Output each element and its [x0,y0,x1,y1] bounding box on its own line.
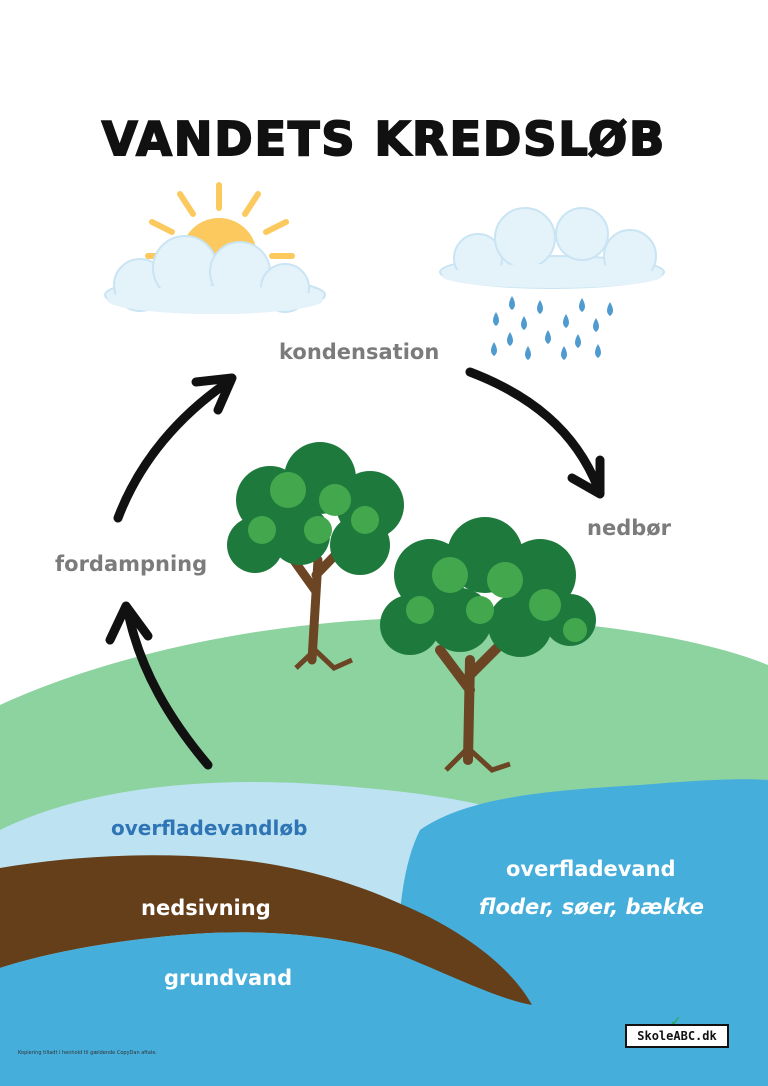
evaporation-arrowhead [105,601,153,645]
rain-cloud-icon [439,207,665,289]
label-overfladevandlob: overfladevandløb [111,816,308,840]
label-overfladevand: overfladevand [506,857,676,881]
sun-cloud-icon [104,235,326,314]
evaporation-arrow [123,607,213,770]
label-kondensation: kondensation [279,340,440,364]
precipitation-arrowhead [567,455,605,499]
skoleabc-logo[interactable]: SkoleABC.dk [625,1024,729,1048]
precipitation-arrow [465,367,603,493]
tree-left-icon [227,442,404,671]
label-fordampning: fordampning [55,552,208,576]
groundwater-zone [0,932,532,1086]
page-title: VANDETS KREDSLØB [101,111,667,167]
cycle-arrows [105,367,605,770]
label-nedbor: nedbør [587,516,672,540]
checkmark-icon: ✓ [670,1014,682,1030]
tree-right-icon [380,517,596,773]
label-overfladevand-examples: floder, søer, bække [479,895,704,919]
label-grundvand: grundvand [164,966,293,990]
label-nedsivning: nedsivning [141,896,271,920]
condensation-arrowhead [191,373,237,415]
condensation-arrow [113,377,233,523]
infiltration-soil-zone [0,855,532,1005]
copyright-note: Kopiering tilladt i henhold til gældende… [18,1050,158,1056]
rain-drops-icon [491,296,613,360]
